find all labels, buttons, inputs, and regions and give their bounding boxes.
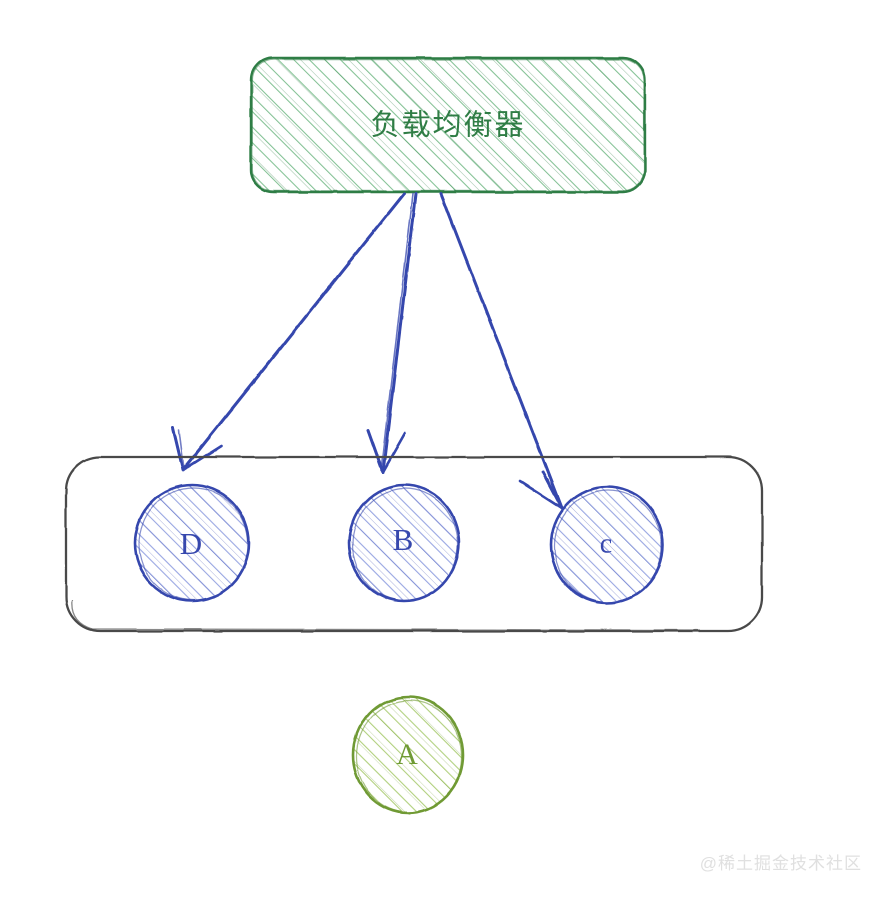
- node-c[interactable]: c: [549, 485, 665, 605]
- load-balancer-outline: [249, 56, 647, 194]
- node-d[interactable]: D: [133, 483, 251, 603]
- server-pool-outline: [64, 455, 764, 633]
- load-balancer-fill-secondary: [251, 58, 645, 192]
- server-pool-container[interactable]: [64, 455, 764, 633]
- node-a-fill-secondary: [353, 697, 463, 813]
- node-c-outline: [549, 485, 665, 605]
- node-b[interactable]: B: [347, 483, 461, 603]
- node-a-label: A: [396, 738, 418, 771]
- node-d-fill-secondary: [135, 485, 249, 601]
- node-a[interactable]: A: [351, 695, 465, 815]
- arrow-to-c: [439, 192, 564, 510]
- load-balancer-label: 负载均衡器: [370, 109, 525, 142]
- load-balancer-node[interactable]: 负载均衡器: [249, 56, 647, 194]
- watermark: @稀土掘金技术社区: [699, 854, 862, 873]
- node-d-outline: [133, 483, 251, 603]
- arrow-to-b: [366, 192, 418, 474]
- node-c-label: c: [600, 528, 612, 559]
- node-a-outline: [351, 695, 465, 815]
- node-b-label: B: [393, 522, 414, 557]
- node-c-fill-secondary: [551, 487, 663, 603]
- node-d-label: D: [180, 526, 202, 561]
- node-b-fill-secondary: [349, 485, 459, 601]
- node-b-outline: [347, 483, 461, 603]
- server-pool-outline-sketch: [71, 599, 701, 631]
- arrow-to-d: [171, 192, 406, 472]
